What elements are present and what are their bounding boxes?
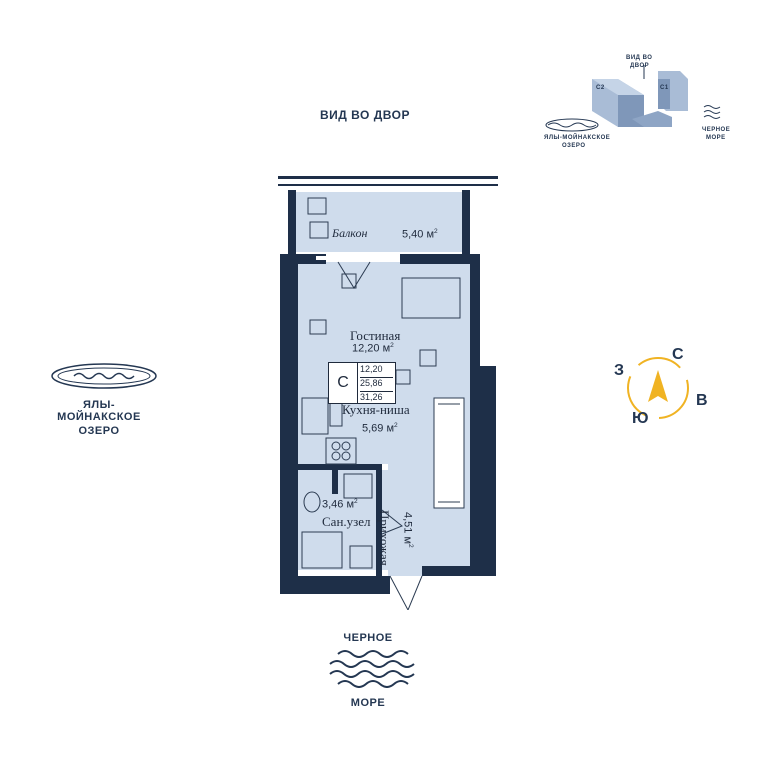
key-plan-sea-1: ЧЕРНОЕ: [702, 127, 731, 133]
key-plan-view-label-2: ДВОР: [630, 63, 650, 69]
living-room-area: 12,20 м2: [352, 342, 394, 355]
apartment-living-area: 12,20: [360, 364, 383, 375]
balcony-area: 5,40 м2: [402, 228, 438, 241]
key-plan-block-c1: С1: [660, 85, 669, 91]
apartment-areas: 12,20 25,86 31,26: [358, 363, 395, 403]
compass-north: С: [672, 346, 685, 363]
apartment-area-no-balcony: 25,86: [360, 376, 393, 388]
lake-icon: [51, 363, 157, 389]
compass: С В Ю З: [610, 340, 710, 440]
balcony-name: Балкон: [332, 226, 368, 240]
hallway-area: 4,51 м2: [401, 512, 414, 548]
living-room-name: Гостиная: [350, 328, 401, 343]
compass-icon: [627, 357, 689, 419]
lake-marker: ЯЛЫ-МОЙНАКСКОЕ ОЗЕРО: [44, 360, 164, 437]
key-plan: ВИД ВО ДВОР С2 С1 ЯЛЫ-МОЙНАКСКОЕ ОЗЕРО Ч…: [540, 55, 740, 165]
view-direction-label: ВИД ВО ДВОР: [320, 108, 410, 122]
sea-waves-icon: [329, 650, 415, 688]
sea-label-top: ЧЕРНОЕ: [343, 632, 393, 644]
key-plan-lake-1: ЯЛЫ-МОЙНАКСКОЕ: [544, 135, 611, 141]
hallway-name: Прихожая: [377, 510, 392, 566]
bathroom-name: Сан.узел: [322, 514, 371, 529]
apartment-badge: С 12,20 25,86 31,26: [328, 362, 396, 404]
key-plan-view-label-1: ВИД ВО: [626, 55, 653, 61]
floor-plan-drawing: [278, 176, 498, 612]
sea-marker: ЧЕРНОЕ МОРЕ: [318, 632, 418, 712]
key-plan-sea-2: МОРЕ: [706, 135, 726, 141]
apartment-total-area: 31,26: [360, 390, 393, 402]
lake-label-line2: ОЗЕРО: [78, 425, 120, 437]
kitchen-area: 5,69 м2: [362, 422, 398, 435]
compass-east: В: [696, 392, 709, 409]
floor-plan: Балкон 5,40 м2 Гостиная 12,20 м2 Кухня-н…: [270, 170, 510, 612]
key-plan-block-c2: С2: [596, 85, 605, 91]
sea-label-bottom: МОРЕ: [350, 697, 386, 709]
bathroom-area: 3,46 м2: [322, 498, 358, 511]
apartment-type: С: [329, 363, 358, 403]
key-plan-graphic: [545, 65, 721, 132]
kitchen-name: Кухня-ниша: [342, 402, 410, 417]
lake-label-line1: ЯЛЫ-МОЙНАКСКОЕ: [57, 399, 141, 423]
key-plan-lake-2: ОЗЕРО: [562, 143, 586, 149]
compass-west: З: [614, 362, 625, 379]
compass-south: Ю: [632, 410, 649, 427]
